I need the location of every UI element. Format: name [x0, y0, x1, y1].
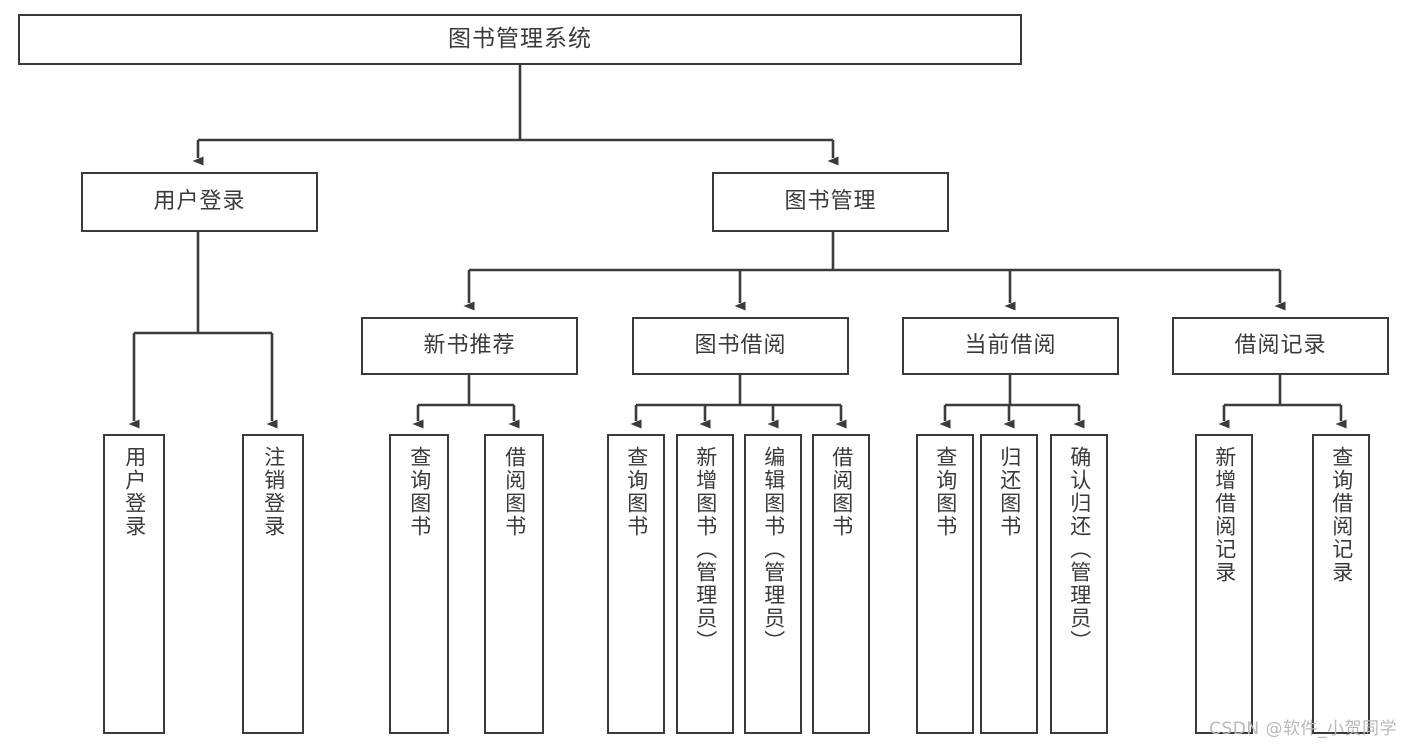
leaf-label: 归还图书 [997, 446, 1022, 538]
leaf-label: 新增图书（管理员） [693, 446, 718, 653]
leaf-label: 借阅图书 [829, 446, 854, 538]
leaf-label: 注销登录 [261, 446, 286, 538]
leaf-borrow-edit-book-admin[interactable]: 编辑图书（管理员） [744, 434, 802, 734]
leaf-label: 查询借阅记录 [1329, 446, 1354, 584]
leaf-records-query-record[interactable]: 查询借阅记录 [1312, 434, 1370, 734]
node-label: 图书借阅 [694, 332, 787, 358]
leaf-current-query-book[interactable]: 查询图书 [916, 434, 974, 734]
node-current-borrow[interactable]: 当前借阅 [902, 317, 1119, 375]
node-user-login[interactable]: 用户登录 [81, 172, 318, 232]
node-new-book-recommend[interactable]: 新书推荐 [361, 317, 578, 375]
leaf-label: 查询图书 [407, 446, 432, 538]
leaf-new-books-query-book[interactable]: 查询图书 [389, 434, 449, 734]
leaf-label: 借阅图书 [502, 446, 527, 538]
leaf-current-confirm-return-admin[interactable]: 确认归还（管理员） [1050, 434, 1108, 734]
leaf-borrow-query-book[interactable]: 查询图书 [607, 434, 665, 734]
leaf-label: 新增借阅记录 [1212, 446, 1237, 584]
leaf-records-add-record[interactable]: 新增借阅记录 [1195, 434, 1253, 734]
node-label: 当前借阅 [964, 332, 1057, 358]
leaf-label: 确认归还（管理员） [1067, 446, 1092, 653]
node-book-borrow[interactable]: 图书借阅 [632, 317, 849, 375]
node-label: 新书推荐 [423, 332, 516, 358]
node-book-management[interactable]: 图书管理 [712, 172, 949, 232]
leaf-label: 查询图书 [624, 446, 649, 538]
node-label: 图书管理 [784, 188, 877, 214]
leaf-label: 用户登录 [122, 446, 147, 538]
leaf-label: 编辑图书（管理员） [761, 446, 786, 653]
node-borrow-records[interactable]: 借阅记录 [1172, 317, 1389, 375]
leaf-label: 查询图书 [933, 446, 958, 538]
leaf-user-login[interactable]: 用户登录 [103, 434, 165, 734]
leaf-new-books-borrow-book[interactable]: 借阅图书 [484, 434, 544, 734]
node-label: 借阅记录 [1234, 332, 1327, 358]
watermark-text: CSDN @软件_小贺同学 [1209, 719, 1397, 739]
leaf-current-return-book[interactable]: 归还图书 [980, 434, 1038, 734]
node-label: 用户登录 [153, 188, 246, 214]
node-root-system[interactable]: 图书管理系统 [18, 14, 1022, 65]
leaf-borrow-add-book-admin[interactable]: 新增图书（管理员） [676, 434, 734, 734]
leaf-user-logout[interactable]: 注销登录 [242, 434, 304, 734]
node-label: 图书管理系统 [448, 25, 592, 52]
leaf-borrow-borrow-book[interactable]: 借阅图书 [812, 434, 870, 734]
